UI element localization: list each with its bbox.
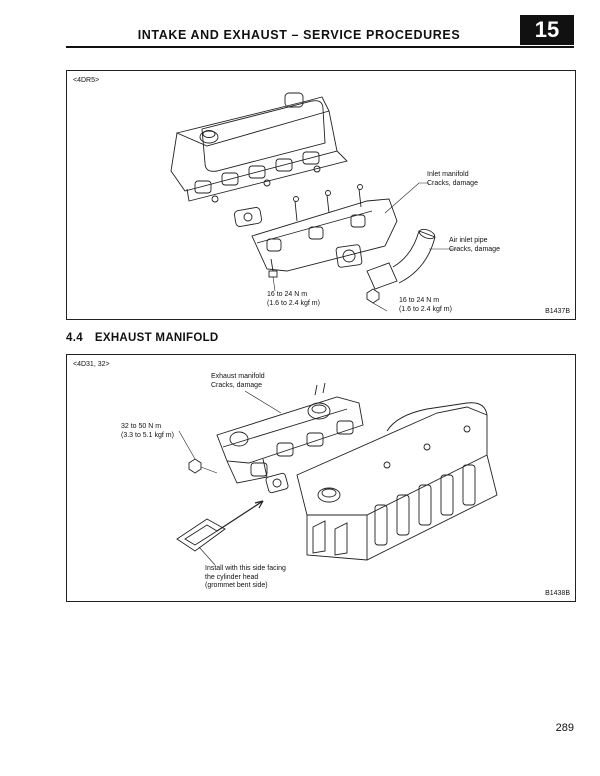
chapter-number-badge: 15 — [520, 15, 574, 45]
figure-engine-tag: <4D31, 32> — [73, 361, 110, 368]
figure-engine-tag: <4DR5> — [73, 77, 100, 84]
section-heading: 4.4 EXHAUST MANIFOLD — [66, 332, 219, 344]
callout-torque-inlet-bolt: 16 to 24 N m (1.6 to 2.4 kgf m) — [267, 291, 320, 307]
section-number: 4.4 — [66, 332, 83, 344]
exhaust-manifold-illustration — [176, 382, 498, 566]
callout-exhaust-manifold: Exhaust manifold Cracks, damage — [211, 373, 265, 389]
callout-inlet-manifold: Inlet manifold Cracks, damage — [427, 171, 478, 187]
intake-manifold-illustration — [170, 92, 457, 312]
figure-exhaust-manifold: <4D31, 32> — [66, 354, 576, 602]
figure-code: B1438B — [545, 590, 570, 597]
page-number: 289 — [555, 722, 574, 734]
figure-intake-manifold: <4DR5> — [66, 70, 576, 320]
callout-torque-pipe-nut: 16 to 24 N m (1.6 to 2.4 kgf m) — [399, 297, 452, 313]
callout-torque-exhaust-nut: 32 to 50 N m (3.3 to 5.1 kgf m) — [121, 423, 174, 439]
callout-air-inlet-pipe: Air inlet pipe Cracks, damage — [449, 237, 500, 253]
page-header-title: INTAKE AND EXHAUST – SERVICE PROCEDURES — [137, 28, 461, 42]
section-title: EXHAUST MANIFOLD — [94, 332, 219, 344]
callout-gasket-orientation: Install with this side facing the cylind… — [205, 565, 286, 589]
figure-code: B1437B — [545, 308, 570, 315]
header-rule — [66, 46, 574, 48]
